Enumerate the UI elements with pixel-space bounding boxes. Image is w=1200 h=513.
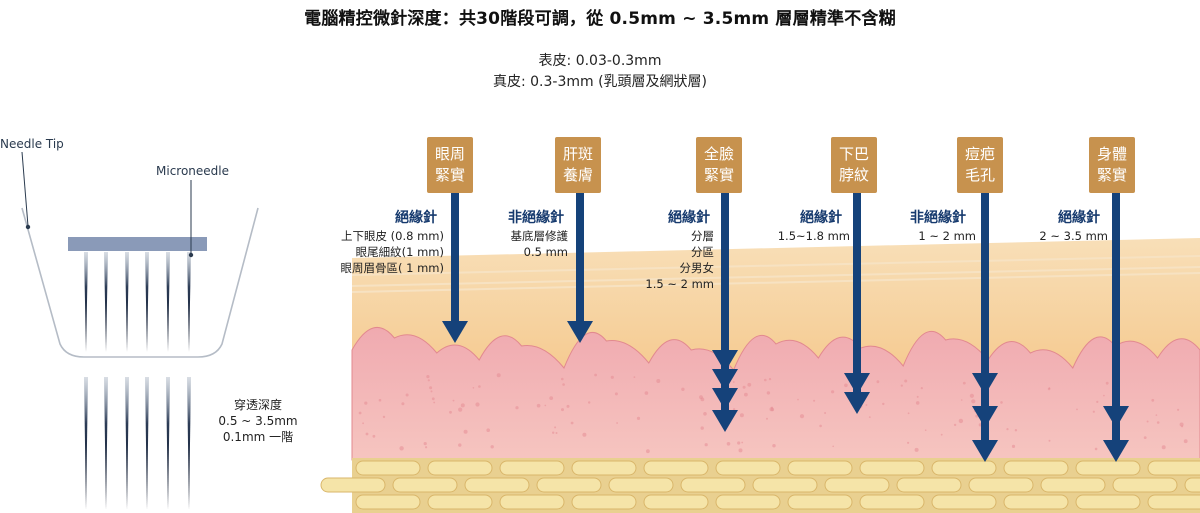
insulation-type: 絕緣針	[668, 210, 710, 226]
microneedle	[125, 252, 129, 352]
penetration-depth-info: 穿透深度 0.5 ~ 3.5mm 0.1mm 一階	[216, 397, 300, 445]
arrow-head	[972, 440, 998, 462]
arrow-head	[1103, 406, 1129, 428]
microneedle	[166, 377, 170, 510]
fat-cells	[320, 460, 1200, 510]
page-title: 電腦精控微針深度：共30階段可調，從 0.5mm ~ 3.5mm 層層精準不含糊	[304, 9, 896, 29]
category-chin-neck: 下巴 脖紋	[831, 137, 877, 193]
arrow-head	[712, 350, 738, 372]
depth-arrows	[442, 193, 1129, 462]
microneedle	[125, 377, 129, 510]
category-acne-pores: 痘疤 毛孔	[957, 137, 1003, 193]
category-melasma: 肝斑 養膚	[555, 137, 601, 193]
arrow-head	[712, 369, 738, 391]
handpiece-outline	[21, 207, 259, 358]
arrow-shaft	[451, 193, 459, 329]
arrow-head	[712, 388, 738, 410]
dermis-legend: 真皮: 0.3-3mm (乳頭層及網狀層)	[492, 74, 708, 90]
microneedle	[187, 377, 191, 510]
arrow-shaft	[721, 193, 729, 418]
insulation-type: 非絕緣針	[508, 210, 564, 226]
arrow-head	[567, 321, 593, 343]
insulation-type: 非絕緣針	[910, 210, 966, 226]
epidermis-legend: 表皮: 0.03-0.3mm	[538, 53, 662, 69]
arrow-shaft	[981, 193, 989, 448]
spec-block-melasma: 基底層修護 0.5 mm	[510, 229, 569, 259]
microneedle	[104, 252, 108, 352]
needle-array-bottom	[84, 377, 191, 510]
arrow-shaft	[1112, 193, 1120, 448]
microneedle	[84, 252, 88, 352]
category-full-face: 全臉 緊實	[696, 137, 742, 193]
microneedle-label: Microneedle	[156, 164, 230, 178]
arrow-head	[844, 373, 870, 395]
arrow-head	[972, 373, 998, 395]
insulation-type: 絕緣針	[1058, 210, 1100, 226]
arrow-head	[442, 321, 468, 343]
arrow-shaft	[576, 193, 584, 329]
spec-block-body: 2 ~ 3.5 mm	[1039, 229, 1108, 243]
category-eye-firming: 眼周 緊實	[427, 137, 473, 193]
arrow-shaft	[853, 193, 861, 400]
category-body-firming: 身體 緊實	[1089, 137, 1135, 193]
arrow-head	[1103, 440, 1129, 462]
microneedle	[166, 252, 170, 352]
needle-base-plate	[68, 237, 207, 251]
insulation-type: 絕緣針	[800, 210, 842, 226]
microneedle	[104, 377, 108, 510]
spec-block-full-face: 分層 分區 分男女 1.5 ~ 2 mm	[645, 229, 714, 291]
needle-array-top	[84, 252, 191, 352]
arrow-head	[844, 392, 870, 414]
microneedle	[145, 377, 149, 510]
spec-block-chin: 1.5~1.8 mm	[777, 229, 850, 243]
microneedle	[187, 252, 191, 352]
needle-tip-label: Needle Tip	[0, 137, 64, 151]
microneedle	[84, 377, 88, 510]
depth-title: 穿透深度	[233, 398, 282, 412]
depth-step: 0.1mm 一階	[222, 430, 294, 444]
arrow-head	[972, 406, 998, 428]
spec-block-eye: 上下眼皮 (0.8 mm) 眼尾細紋(1 mm) 眼周眉骨區( 1 mm)	[340, 229, 444, 275]
epidermis-strata	[351, 255, 1200, 293]
arrow-head	[712, 410, 738, 432]
depth-range: 0.5 ~ 3.5mm	[218, 414, 298, 428]
needle-diagram	[21, 151, 259, 510]
microneedle	[145, 252, 149, 352]
spec-block-acne: 1 ~ 2 mm	[918, 229, 976, 243]
insulation-type: 絕緣針	[395, 210, 437, 226]
